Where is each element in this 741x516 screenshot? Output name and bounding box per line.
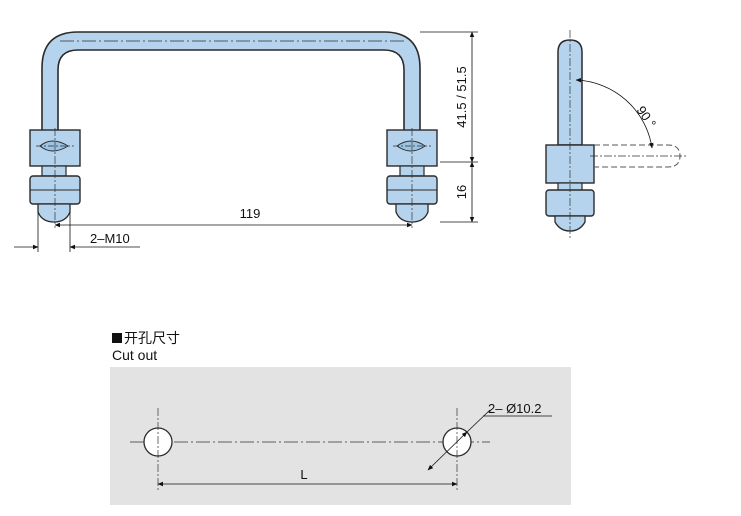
hole-left <box>143 408 173 490</box>
dimension-height: 41.5 / 51.5 16 <box>420 31 478 223</box>
left-mount <box>29 128 81 228</box>
cutout-header: 开孔尺寸 Cut out <box>112 330 180 363</box>
hole-diameter-dim: 2– Ø10.2 <box>427 401 552 471</box>
hole-dim-label: 2– Ø10.2 <box>488 401 542 416</box>
side-view: 90 ° <box>545 30 688 238</box>
bullet-square-icon <box>112 333 122 343</box>
handle-bar <box>41 31 421 133</box>
dim-height-label: 41.5 / 51.5 <box>454 66 469 127</box>
dim-nut-height-label: 16 <box>454 185 469 199</box>
dimension-thread: 2–M10 <box>14 212 140 252</box>
angle-label: 90 ° <box>634 103 660 131</box>
right-mount <box>386 128 438 228</box>
cutout-panel: 2– Ø10.2 L <box>110 367 571 505</box>
dim-span-label: 119 <box>240 206 261 221</box>
dim-thread-label: 2–M10 <box>90 231 130 246</box>
front-view: 119 2–M10 41.5 / 51.5 16 <box>14 31 478 252</box>
dimension-span: 119 <box>54 206 413 228</box>
cutout-title-cn: 开孔尺寸 <box>124 330 180 346</box>
cutout-title-en: Cut out <box>112 347 157 363</box>
length-dim: L <box>157 467 458 487</box>
length-label: L <box>300 467 307 482</box>
